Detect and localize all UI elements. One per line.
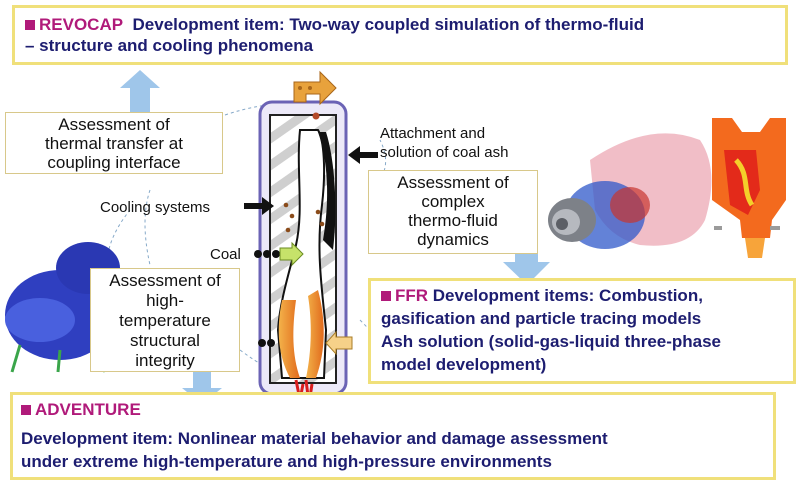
product-gas-arrow [293,70,337,106]
thermal-transfer-line-1: Assessment of [58,115,170,134]
adventure-org: ADVENTURE [35,400,141,419]
thermal-transfer-line-2: thermal transfer at [45,134,183,153]
cooling-systems-label: Cooling systems [100,199,211,216]
temperature-field-image [712,118,786,258]
thermal-transfer-box: Assessment of thermal transfer at coupli… [5,112,223,174]
square-bullet-icon [25,20,35,30]
structural-line-4: structural [130,331,200,350]
ffr-title-line-1: FFR Development items: Combustion, [381,285,783,306]
attachment-label: Attachment and solution of coal ash [380,124,540,162]
adventure-title-line: ADVENTURE [21,399,765,420]
structural-line-5: integrity [135,351,195,370]
thermo-fluid-line-2: complex [421,192,485,211]
revocap-line-1: Development item: Two-way coupled simula… [132,15,645,34]
square-bullet-icon [21,405,31,415]
ffr-line-1: Development items: Combustion, [432,286,703,305]
adventure-box: ADVENTURE Development item: Nonlinear ma… [10,392,776,480]
adventure-line-1: Development item: Nonlinear material beh… [21,429,608,448]
attachment-line-1: Attachment and [380,125,486,142]
ffr-line-3: Ash solution (solid-gas-liquid three-pha… [381,332,722,351]
structural-line-3: temperature [119,311,211,330]
structural-integrity-box: Assessment of high- temperature structur… [90,268,240,372]
ffr-line-4: model development) [381,355,547,374]
ffr-org: FFR [395,286,429,305]
revocap-line-2: – structure and cooling phenomena [25,36,314,55]
revocap-title-line-1: REVOCAP Development item: Two-way couple… [25,14,775,35]
arrow-down-to-ffr [503,237,550,285]
thermal-transfer-line-3: coupling interface [47,153,181,172]
thermo-fluid-line-1: Assessment of [397,173,509,192]
revocap-box: REVOCAP Development item: Two-way couple… [12,5,788,65]
coal-label: Coal [210,246,241,263]
thermo-fluid-line-3: thermo-fluid [408,211,498,230]
revocap-org: REVOCAP [39,15,124,34]
thermo-fluid-box: Assessment of complex thermo-fluid dynam… [368,170,538,254]
ffr-line-2: gasification and particle tracing models [381,309,702,328]
coal-feed-inlets [254,241,353,356]
arrow-up-to-revocap [120,70,160,112]
square-bullet-icon [381,291,391,301]
structural-line-1: Assessment of [109,271,221,290]
attachment-line-2: solution of coal ash [380,144,509,161]
adventure-line-2: under extreme high-temperature and high-… [21,452,552,471]
pointer-arrows [244,146,378,215]
gasifier-reactor [258,70,348,405]
combustion-simulation-image [548,133,712,249]
ffr-box: FFR Development items: Combustion, gasif… [368,278,796,384]
thermo-fluid-line-4: dynamics [417,230,489,249]
structural-line-2: high- [146,291,184,310]
